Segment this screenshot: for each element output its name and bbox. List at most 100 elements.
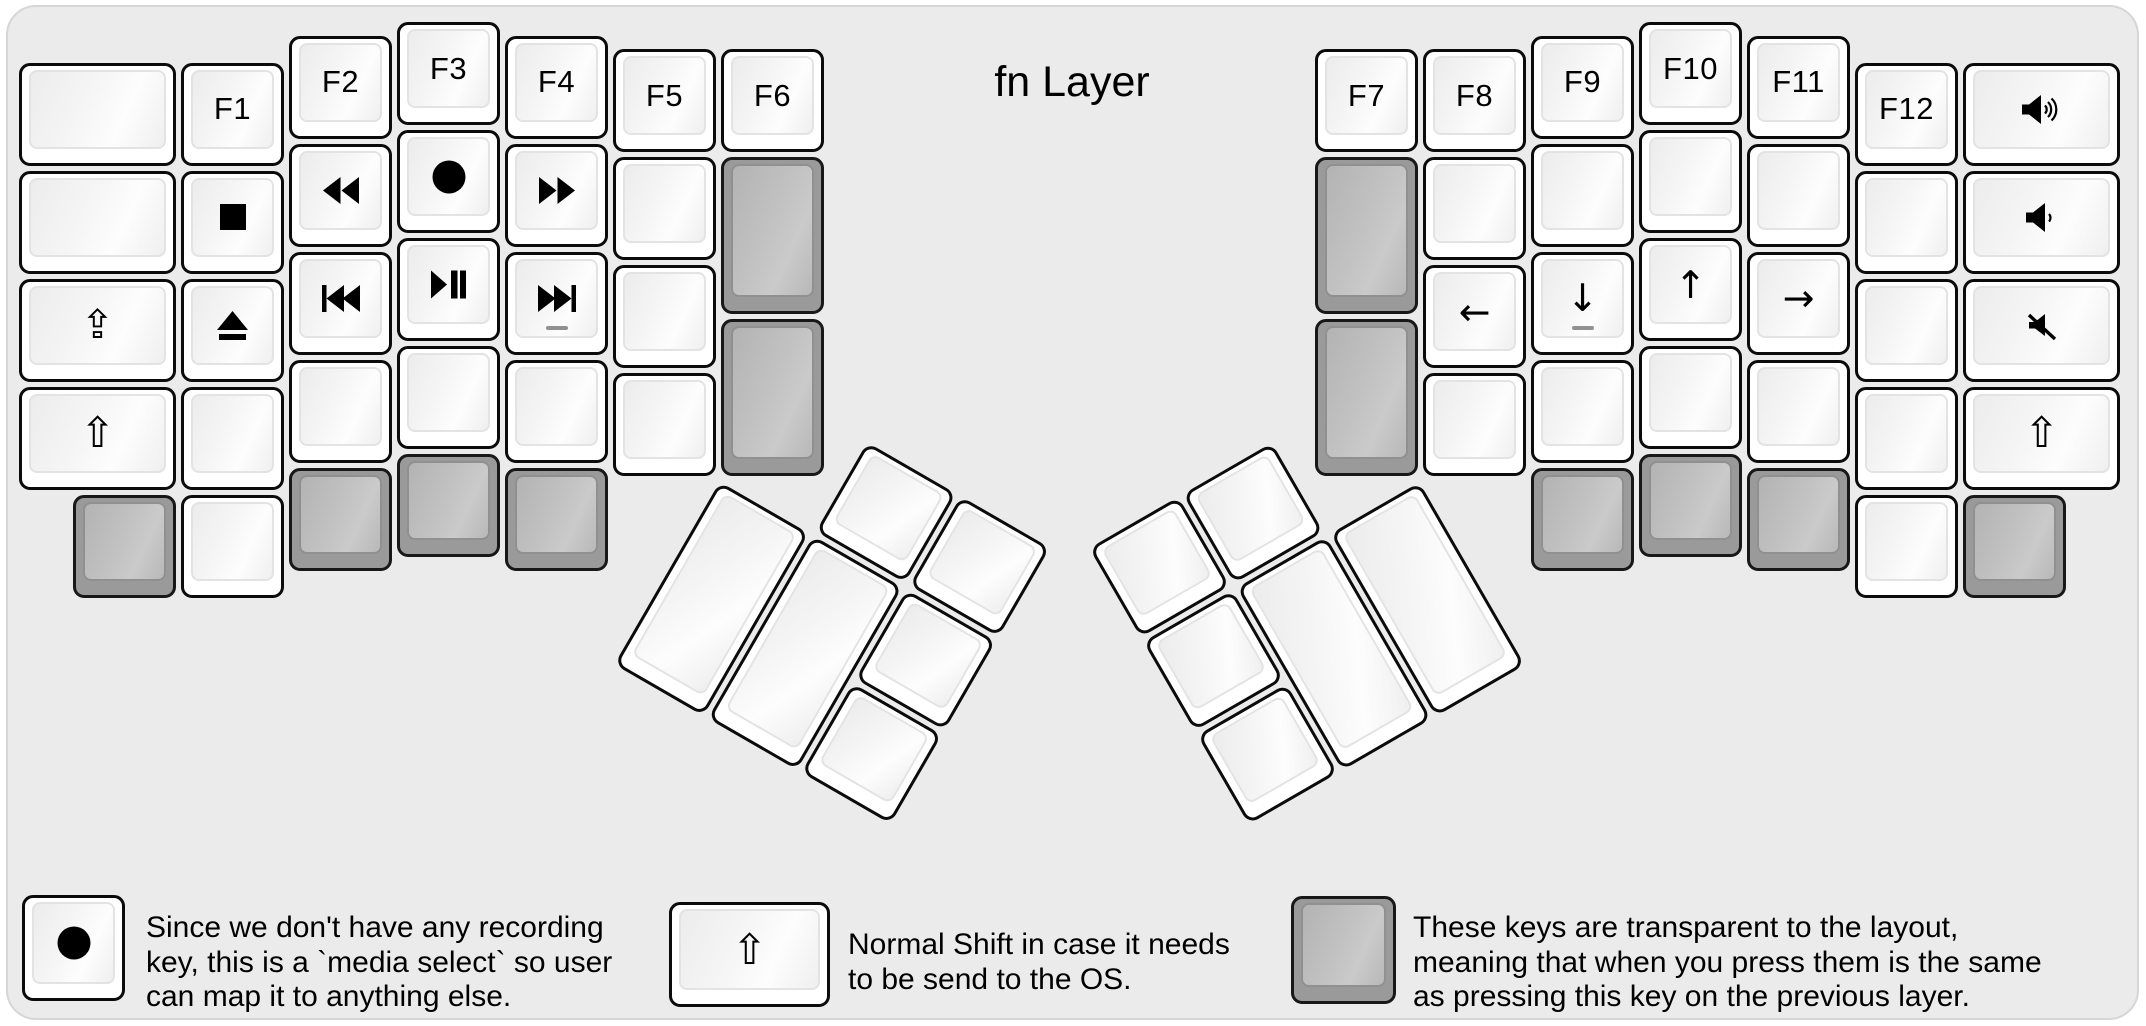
- key-blank-l-c4-r4[interactable]: [505, 359, 608, 463]
- key-blank-r-c14-r4-cap: [1541, 366, 1624, 446]
- key-transparent-r-inner-1[interactable]: [1315, 157, 1418, 314]
- key-transparent-l-bottom-5-cap: [515, 474, 598, 554]
- key-f10[interactable]: F10: [1639, 22, 1742, 125]
- homing-bar: [545, 326, 568, 330]
- legend-line: These keys are transparent to the layout…: [1413, 911, 1959, 944]
- key-blank-l-c0-r2[interactable]: [19, 170, 176, 274]
- key-transparent-r-inner-2-cap: [1325, 326, 1408, 459]
- key-f3[interactable]: F3: [397, 22, 500, 125]
- key-transparent-l-inner-1[interactable]: [721, 157, 824, 314]
- legend-key-transparent[interactable]: [1291, 896, 1396, 1004]
- arrow-right-icon: →: [1782, 276, 1815, 320]
- key-arrow-down[interactable]: ↓: [1531, 251, 1634, 355]
- key-f1[interactable]: F1: [181, 62, 284, 166]
- key-shift-left[interactable]: ⇧: [19, 386, 176, 490]
- stop-icon: [219, 204, 246, 230]
- legend-key-record[interactable]: [22, 895, 125, 1001]
- key-eject[interactable]: [181, 278, 284, 382]
- key-mute[interactable]: [1963, 278, 2120, 382]
- next-track-icon: [537, 284, 576, 312]
- key-volume-up[interactable]: [1963, 62, 2120, 166]
- arrow-left-icon: ←: [1458, 289, 1491, 334]
- key-arrow-up[interactable]: ↑: [1639, 238, 1742, 341]
- key-stop[interactable]: [181, 170, 284, 274]
- key-f5-cap: F5: [623, 56, 706, 135]
- fast-forward-icon: [538, 176, 575, 204]
- key-volume-down[interactable]: [1963, 170, 2120, 274]
- key-blank-l-bottom-2[interactable]: [181, 494, 284, 598]
- key-play-pause[interactable]: [397, 238, 500, 341]
- key-blank-r-c13-r4[interactable]: [1423, 373, 1526, 476]
- key-f12[interactable]: F12: [1855, 62, 1958, 166]
- key-blank-l-c5-r3[interactable]: [613, 265, 716, 368]
- key-arrow-right[interactable]: →: [1747, 251, 1850, 355]
- caps-lock-icon: ⇪: [80, 302, 115, 348]
- key-blank-r-bottom-4[interactable]: [1855, 494, 1958, 598]
- key-blank-r-c15-r2[interactable]: [1639, 130, 1742, 233]
- key-arrow-left[interactable]: ←: [1423, 265, 1526, 368]
- key-blank-l-c0-r1[interactable]: [19, 62, 176, 166]
- key-f9-cap: F9: [1541, 42, 1624, 122]
- legend-key-transparent-cap: [1301, 903, 1386, 987]
- key-f5[interactable]: F5: [613, 49, 716, 152]
- key-f11[interactable]: F11: [1747, 35, 1850, 139]
- key-rewind[interactable]: [289, 143, 392, 247]
- key-blank-r-c16-r4[interactable]: [1747, 359, 1850, 463]
- key-blank-l-c3-r4[interactable]: [397, 346, 500, 449]
- key-f2[interactable]: F2: [289, 35, 392, 139]
- key-caps-lock-cap: ⇪: [29, 285, 166, 365]
- key-caps-lock[interactable]: ⇪: [19, 278, 176, 382]
- key-blank-l-c2-r4[interactable]: [289, 359, 392, 463]
- key-f9[interactable]: F9: [1531, 35, 1634, 139]
- key-shift-right-cap: ⇧: [1973, 393, 2110, 473]
- key-transparent-r-inner-2[interactable]: [1315, 319, 1418, 476]
- key-blank-r-c17-r4[interactable]: [1855, 386, 1958, 490]
- key-blank-r-c14-r2[interactable]: [1531, 143, 1634, 247]
- key-blank-r-c15-r4[interactable]: [1639, 346, 1742, 449]
- key-f7[interactable]: F7: [1315, 49, 1418, 152]
- key-blank-l-c5-r2-cap: [623, 164, 706, 243]
- key-blank-l-c5-r2[interactable]: [613, 157, 716, 260]
- key-prev-track-cap: [299, 258, 382, 338]
- key-blank-r-c17-r2[interactable]: [1855, 170, 1958, 274]
- key-transparent-l-bottom-5[interactable]: [505, 467, 608, 571]
- key-mute-cap: [1973, 285, 2110, 365]
- key-blank-r-c17-r3-cap: [1865, 285, 1948, 365]
- key-thumb-l-1-cap: [832, 453, 945, 564]
- legend-line: to be send to the OS.: [848, 962, 1132, 996]
- legend-key-shift[interactable]: ⇧: [669, 902, 830, 1007]
- key-blank-r-c13-r2[interactable]: [1423, 157, 1526, 260]
- key-shift-left-cap: ⇧: [29, 393, 166, 473]
- key-blank-l-c1-r4[interactable]: [181, 386, 284, 490]
- key-blank-r-c17-r3[interactable]: [1855, 278, 1958, 382]
- key-transparent-l-bottom-3-cap: [299, 474, 382, 554]
- key-fast-forward[interactable]: [505, 143, 608, 247]
- key-transparent-l-bottom-3[interactable]: [289, 467, 392, 571]
- key-blank-l-bottom-2-cap: [191, 501, 274, 581]
- key-f5-label: F5: [645, 77, 684, 113]
- key-transparent-r-bottom-2[interactable]: [1639, 454, 1742, 557]
- key-record[interactable]: [397, 130, 500, 233]
- key-transparent-l-inner-2-cap: [731, 326, 814, 459]
- key-transparent-l-bottom-4[interactable]: [397, 454, 500, 557]
- key-blank-r-c14-r4[interactable]: [1531, 359, 1634, 463]
- key-transparent-r-bottom-1[interactable]: [1531, 467, 1634, 571]
- volume-down-icon: [2025, 202, 2052, 232]
- key-volume-up-cap: [1973, 69, 2110, 149]
- legend-key-record-cap: [32, 902, 115, 984]
- key-blank-r-c16-r2[interactable]: [1747, 143, 1850, 247]
- key-transparent-l-bottom-1[interactable]: [73, 494, 176, 598]
- key-prev-track[interactable]: [289, 251, 392, 355]
- key-blank-l-c2-r4-cap: [299, 366, 382, 446]
- key-blank-l-c5-r4[interactable]: [613, 373, 716, 476]
- key-transparent-r-bottom-2-cap: [1649, 461, 1732, 540]
- key-f6[interactable]: F6: [721, 49, 824, 152]
- key-next-track[interactable]: [505, 251, 608, 355]
- key-f9-label: F9: [1563, 64, 1602, 99]
- key-transparent-l-inner-2[interactable]: [721, 319, 824, 476]
- key-f8[interactable]: F8: [1423, 49, 1526, 152]
- key-transparent-r-bottom-3[interactable]: [1747, 467, 1850, 571]
- key-transparent-r-bottom-5[interactable]: [1963, 494, 2066, 598]
- key-f4[interactable]: F4: [505, 35, 608, 139]
- key-shift-right[interactable]: ⇧: [1963, 386, 2120, 490]
